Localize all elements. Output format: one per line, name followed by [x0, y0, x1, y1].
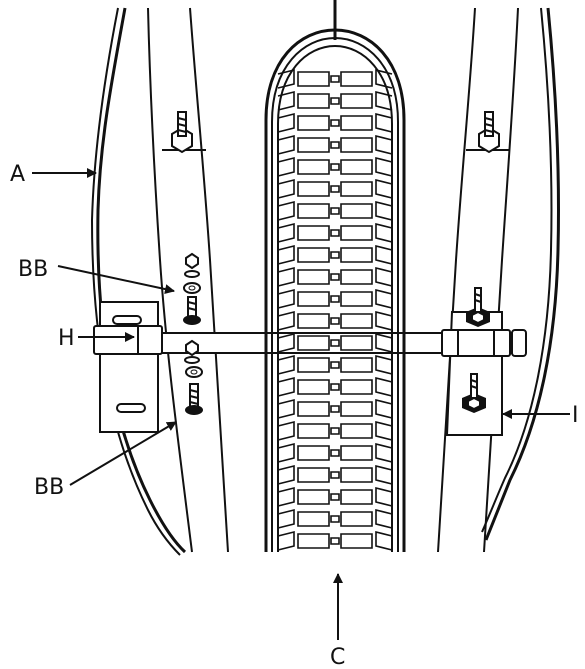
callout-label-c: C	[330, 645, 345, 669]
top-left-bolt	[171, 111, 193, 154]
left-outer-blade	[90, 7, 187, 556]
callout-label-bb-top: BB	[18, 257, 48, 282]
bolt	[183, 296, 201, 325]
right-outer-blade	[481, 7, 561, 541]
top-right-bolt	[478, 111, 500, 154]
bolt	[185, 383, 203, 415]
callout-label-i: I	[572, 403, 579, 428]
right-bracket-bolt-lower	[462, 373, 486, 413]
nut	[185, 252, 199, 270]
nut	[185, 339, 199, 357]
axle	[99, 329, 527, 357]
left-clamp-bracket	[93, 301, 163, 433]
left-inner-leg	[147, 7, 229, 553]
right-inner-leg	[437, 7, 519, 553]
bb-hardware-lower	[184, 339, 203, 415]
callout-arrow-bb-top	[57, 265, 175, 294]
bb-hardware-upper	[183, 252, 201, 325]
lock-washer	[184, 270, 200, 278]
callout-label-h: H	[58, 326, 75, 351]
tire	[264, 0, 406, 552]
tire-tread	[277, 68, 393, 551]
lock-washer	[184, 356, 200, 364]
callout-label-bb-bottom: BB	[34, 475, 64, 500]
callout-label-a: A	[10, 162, 25, 187]
right-bracket-bolt-upper	[466, 287, 490, 327]
callout-arrow-bb-bottom	[69, 421, 177, 486]
